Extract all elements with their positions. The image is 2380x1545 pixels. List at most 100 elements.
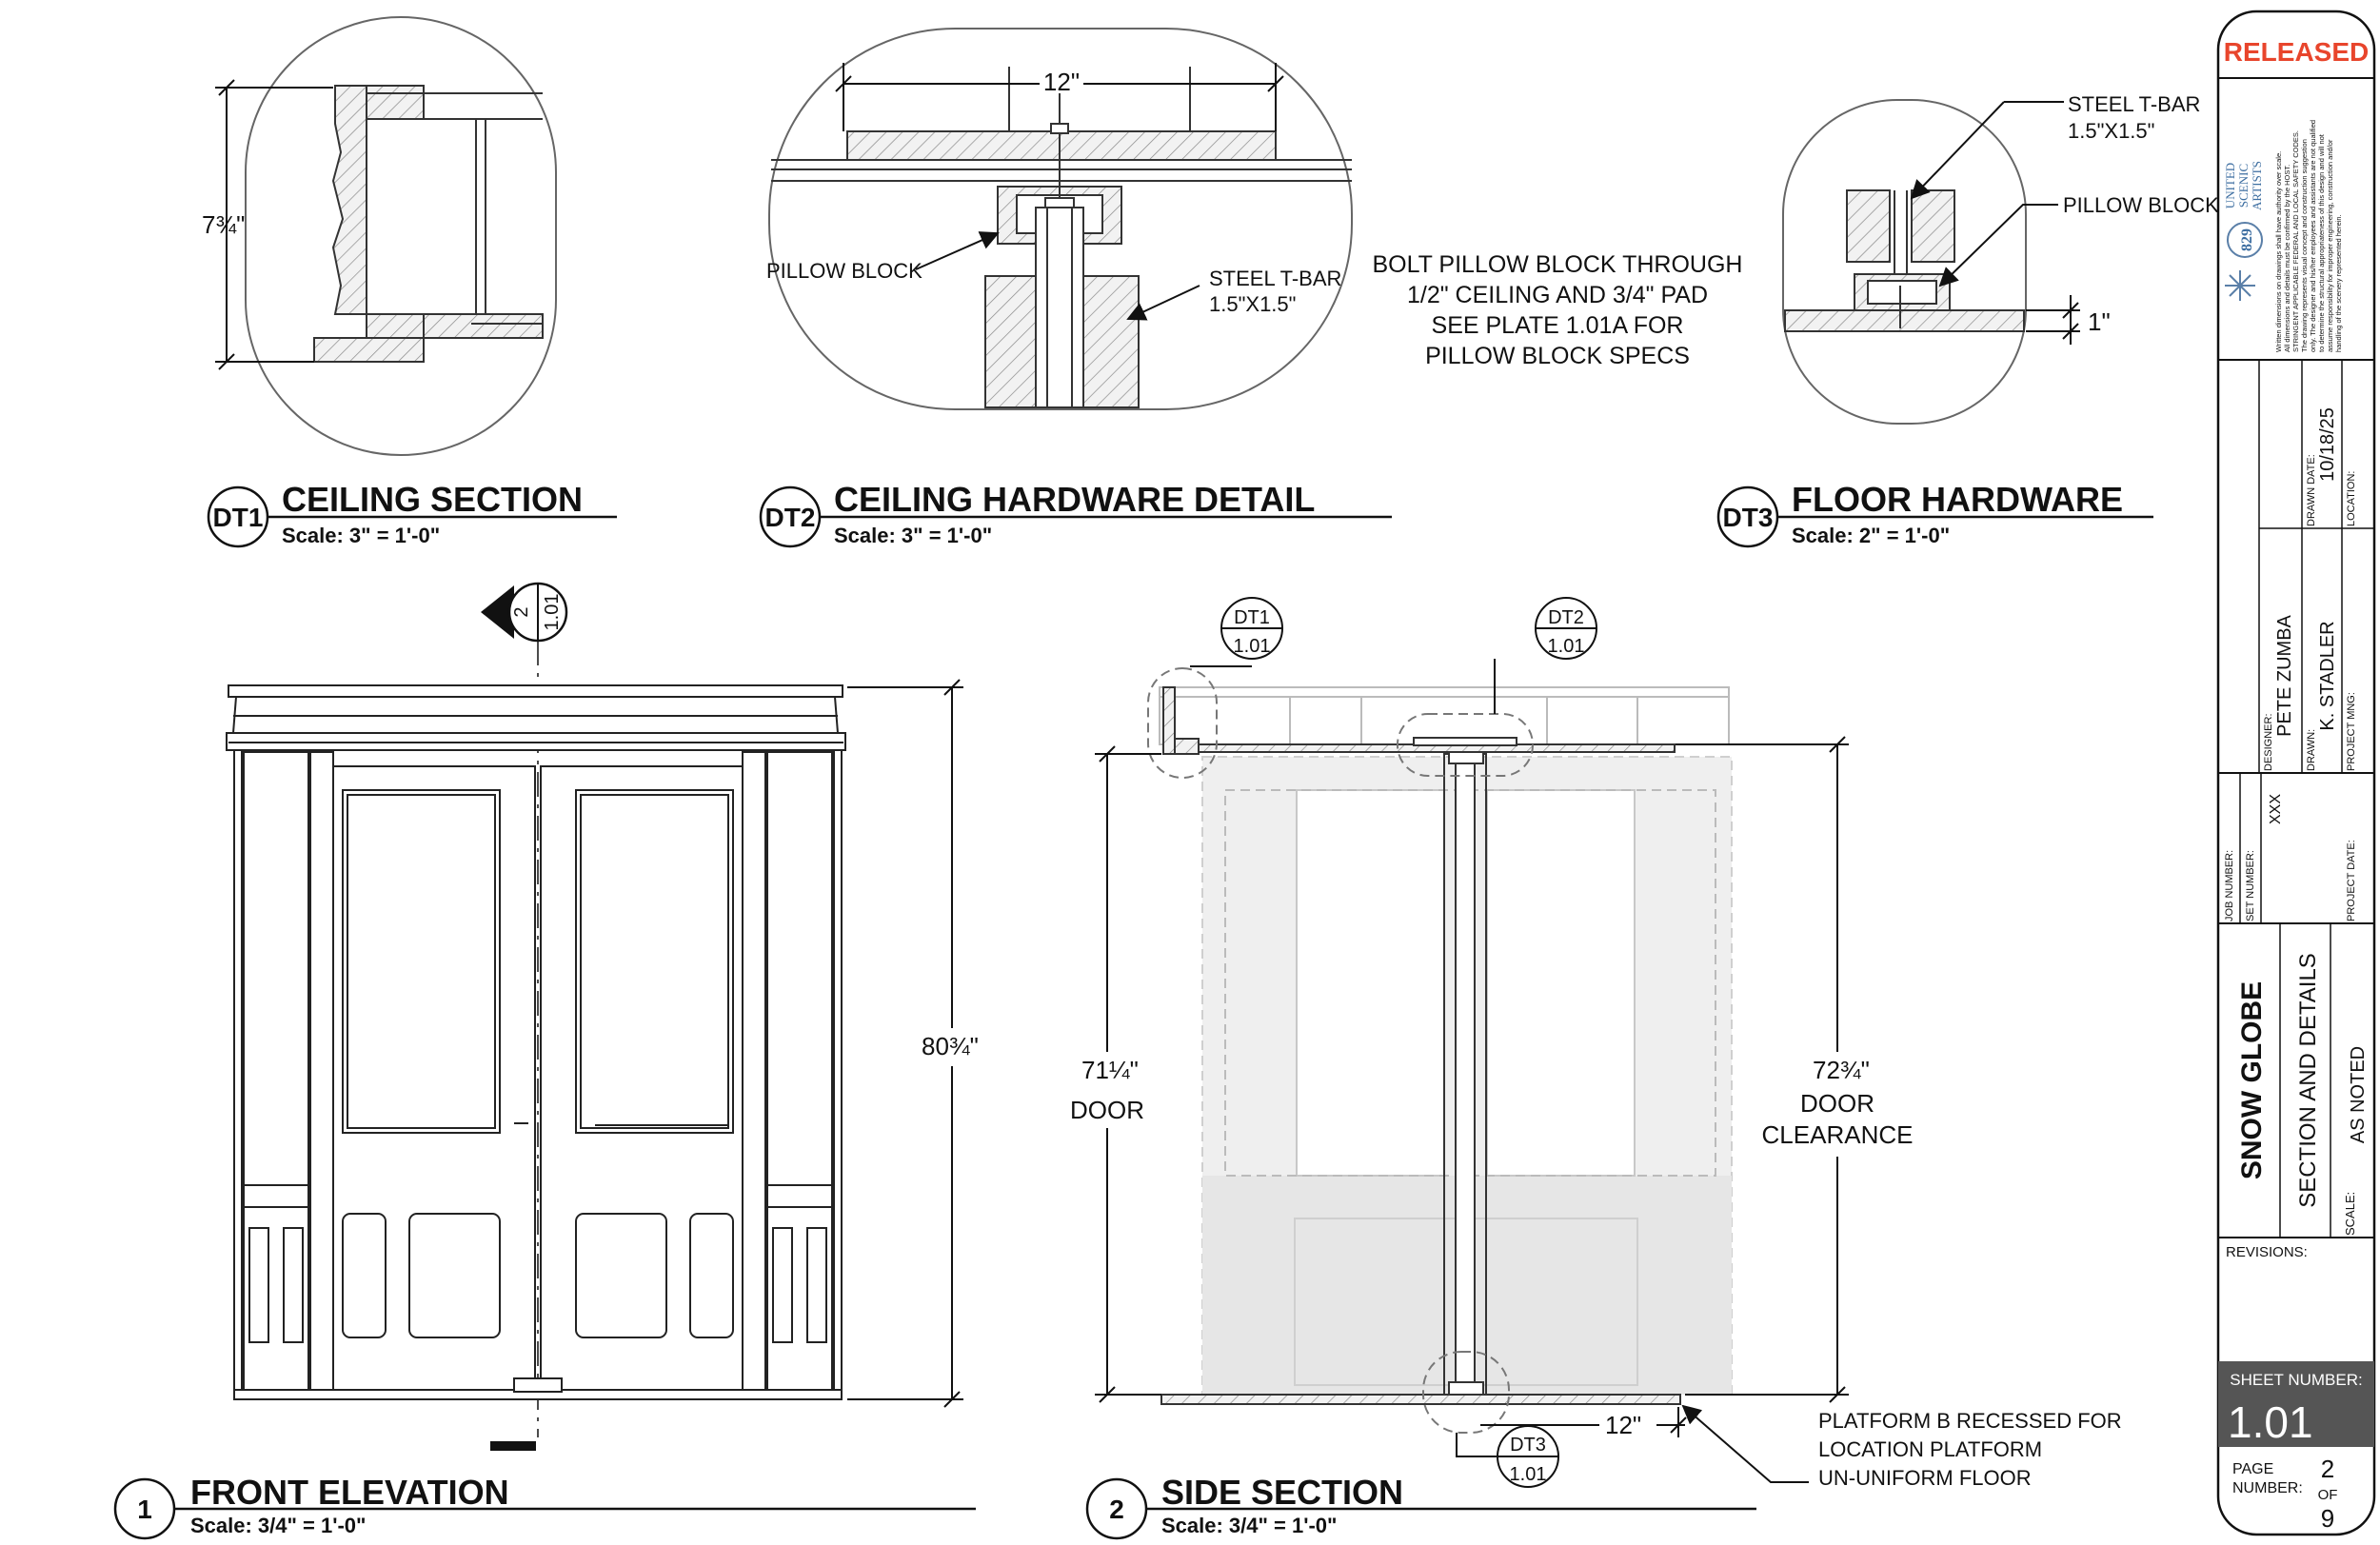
page-number: 2 <box>2321 1455 2334 1483</box>
revisions-label: REVISIONS: <box>2226 1244 2308 1260</box>
callout-dt2: DT2 1.01 <box>1494 597 1597 714</box>
front-scale: Scale: 3/4" = 1'-0" <box>190 1514 366 1537</box>
disclaimer-line-5: only. The designer and his/her employees… <box>2309 120 2317 352</box>
front-door-frame <box>226 684 846 1400</box>
callout-dt2-tag: DT2 <box>1548 607 1584 628</box>
disclaimer-line-7: assume responsibility for improper engin… <box>2326 139 2334 352</box>
disclaimer: Written dimensions on drawings shall hav… <box>2274 120 2343 352</box>
callout-dt1: DT1 1.01 <box>1190 597 1283 667</box>
dt2-tbar-label-2: 1.5"X1.5" <box>1209 292 1296 316</box>
bolt-note: BOLT PILLOW BLOCK THROUGH 1/2" CEILING A… <box>1373 251 1743 369</box>
project-date-label: PROJECT DATE: <box>2346 840 2357 921</box>
disclaimer-line-2: All dimensions and details must be confi… <box>2283 165 2291 352</box>
dt1-dimension <box>215 79 333 370</box>
dt3-drawing <box>1784 189 2025 332</box>
section-marker-sheet: 1.01 <box>542 594 563 631</box>
dt2-tag: DT2 <box>765 503 816 532</box>
disclaimer-line-3: STRINGENT APPLICABLE FEDERAL AND LOCAL S… <box>2291 130 2300 352</box>
disclaimer-line-8: handling of the scenery represented here… <box>2334 214 2343 352</box>
status-badge: RELEASED <box>2224 37 2369 67</box>
front-tag: 1 <box>137 1495 152 1524</box>
dt3-pillow-block-label: PILLOW BLOCK <box>2063 193 2219 217</box>
set-number-label: SET NUMBER: <box>2245 850 2256 921</box>
union-local-badge <box>2227 222 2263 258</box>
drawn-date-label: DRAWN DATE: <box>2306 454 2317 526</box>
bolt-note-line-3: SEE PLATE 1.01A FOR <box>1432 312 1684 339</box>
set-number-value: XXX <box>2268 794 2284 824</box>
side-scale: Scale: 3/4" = 1'-0" <box>1161 1514 1337 1537</box>
page-of: OF <box>2318 1487 2338 1503</box>
dt1-scale: Scale: 3" = 1'-0" <box>282 524 440 547</box>
union-name-3: ARTISTS <box>2250 161 2264 210</box>
side-door-label: DOOR <box>1070 1096 1144 1124</box>
drawn-value: K. STADLER <box>2317 621 2338 730</box>
bolt-note-line-2: 1/2" CEILING AND 3/4" PAD <box>1407 282 1708 308</box>
side-clearance-label-2: CLEARANCE <box>1762 1120 1914 1149</box>
dt1-dimension-text: 7¾" <box>202 210 245 239</box>
section-marker: 2 1.01 <box>481 582 568 1451</box>
side-tag: 2 <box>1109 1495 1124 1524</box>
dt2-tbar-label-1: STEEL T-BAR <box>1209 267 1341 290</box>
sheet-title: SECTION AND DETAILS <box>2295 953 2321 1208</box>
drawn-label: DRAWN: <box>2306 729 2317 771</box>
dt3-tbar-label-1: STEEL T-BAR <box>2068 92 2200 116</box>
title-block: RELEASED 829 UNITED SCENIC ARTISTS Writt… <box>2216 10 2376 1536</box>
designer-label: DESIGNER: <box>2263 713 2274 771</box>
disclaimer-line-1: Written dimensions on drawings shall hav… <box>2274 151 2283 352</box>
side-ceiling <box>1159 686 1730 755</box>
dt1-ceiling-section: 7¾" DT1 CEILING SECTION Scale: 3" = 1'-0… <box>202 16 617 548</box>
side-title: SIDE SECTION <box>1161 1473 1403 1512</box>
disclaimer-line-4: The drawing represents visual concept an… <box>2300 139 2309 352</box>
front-height-text: 80¾" <box>922 1032 979 1060</box>
platform-note-line-1: PLATFORM B RECESSED FOR <box>1818 1409 2122 1433</box>
dt1-drawing <box>313 85 544 363</box>
project-mng-label: PROJECT MNG: <box>2346 692 2357 771</box>
union-name-2: SCENIC <box>2236 164 2251 208</box>
section-marker-number: 2 <box>511 606 532 617</box>
dt1-title: CEILING SECTION <box>282 480 583 519</box>
platform-note-line-2: LOCATION PLATFORM <box>1818 1437 2042 1461</box>
bolt-note-line-1: BOLT PILLOW BLOCK THROUGH <box>1373 251 1743 278</box>
side-door-height-text: 71¼" <box>1081 1056 1139 1084</box>
scale-label: SCALE: <box>2343 1192 2357 1236</box>
dt1-tag: DT1 <box>213 503 264 532</box>
dt3-tag: DT3 <box>1723 503 1774 532</box>
sheet-number: 1.01 <box>2228 1397 2313 1447</box>
front-elevation: 2 1.01 <box>113 582 985 1540</box>
callout-dt3-sheet: 1.01 <box>1510 1464 1547 1485</box>
front-title: FRONT ELEVATION <box>190 1473 509 1512</box>
dt2-scale: Scale: 3" = 1'-0" <box>834 524 992 547</box>
callout-dt2-sheet: 1.01 <box>1548 636 1585 657</box>
dt3-tbar-label-2: 1.5"X1.5" <box>2068 119 2154 143</box>
dt3-floor-hardware: STEEL T-BAR 1.5"X1.5" PILLOW BLOCK 1" DT… <box>1716 92 2219 548</box>
dt2-dimension-text: 12" <box>1043 68 1080 96</box>
dt2-ceiling-hardware-detail: 12" PILLOW BLOCK STEEL T-BAR 1.5"X1.5" D… <box>759 28 1392 548</box>
designer-value: PETE ZUMBA <box>2274 614 2295 736</box>
page-label-2: NUMBER: <box>2232 1480 2303 1496</box>
side-width-text: 12" <box>1605 1411 1641 1439</box>
dt3-title: FLOOR HARDWARE <box>1792 480 2123 519</box>
callout-dt1-tag: DT1 <box>1234 607 1270 628</box>
side-section: DT1 1.01 DT2 1.01 DT3 1.01 71¼" <box>1070 597 2122 1540</box>
location-label: LOCATION: <box>2346 471 2357 526</box>
union-local-number: 829 <box>2239 228 2255 251</box>
side-clearance-label-1: DOOR <box>1800 1089 1874 1118</box>
scale-value: AS NOTED <box>2348 1046 2369 1143</box>
dt3-scale: Scale: 2" = 1'-0" <box>1792 524 1950 547</box>
snowflake-icon <box>2225 270 2255 301</box>
disclaimer-line-6: to determine the structural appropriaten… <box>2317 133 2326 352</box>
dt3-dimension-text: 1" <box>2088 307 2111 336</box>
platform-note-line-3: UN-UNIFORM FLOOR <box>1818 1466 2032 1490</box>
dt2-title: CEILING HARDWARE DETAIL <box>834 480 1315 519</box>
callout-dt3: DT3 1.01 <box>1456 1425 1559 1488</box>
dt2-drawing <box>771 67 1352 408</box>
union-name-1: UNITED <box>2223 163 2237 208</box>
side-clearance-height-text: 72¾" <box>1813 1056 1870 1084</box>
page-total: 9 <box>2321 1504 2334 1533</box>
callout-dt3-tag: DT3 <box>1510 1435 1546 1456</box>
project-name: SNOW GLOBE <box>2236 981 2268 1179</box>
job-number-label: JOB NUMBER: <box>2224 850 2235 921</box>
bolt-note-line-4: PILLOW BLOCK SPECS <box>1425 343 1690 369</box>
sheet-number-label: SHEET NUMBER: <box>2230 1371 2363 1389</box>
